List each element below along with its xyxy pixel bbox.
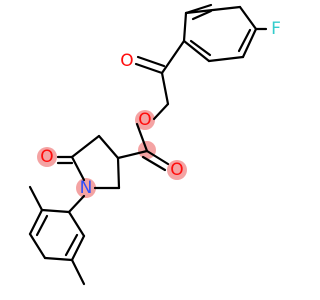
bond — [189, 39, 212, 57]
ester-carbonyl-oxygen-label: O — [170, 160, 183, 180]
bond — [182, 11, 188, 43]
bond — [64, 233, 79, 257]
bond — [28, 208, 44, 236]
bond — [238, 5, 258, 31]
bond — [237, 28, 252, 53]
ester-ether-oxygen-highlight — [135, 110, 155, 130]
bond — [70, 134, 101, 159]
bond — [160, 39, 186, 75]
ester-carbonyl-oxygen-highlight — [167, 160, 187, 180]
bond — [116, 149, 149, 160]
lactam-oxygen-label: O — [40, 147, 53, 167]
atom-highlights — [37, 110, 187, 198]
bond — [35, 214, 49, 237]
molecule-canvas: F O O O O N — [28, 3, 281, 286]
bond — [182, 39, 211, 63]
bond — [116, 156, 121, 190]
bond — [160, 71, 170, 106]
bond — [67, 210, 86, 238]
bond — [28, 185, 44, 212]
bond — [40, 208, 71, 214]
bond — [28, 232, 47, 260]
nitrogen-highlight — [76, 178, 96, 198]
bond — [135, 122, 149, 153]
atom-labels: F O O O O N — [40, 19, 281, 198]
molecule-structure: F O O O O N — [28, 3, 281, 286]
bond — [191, 9, 213, 21]
bond — [141, 155, 167, 172]
bond — [241, 27, 258, 59]
bond — [145, 149, 170, 166]
bond — [184, 5, 242, 15]
ketone-oxygen-label: O — [120, 51, 133, 71]
bonds — [28, 3, 268, 286]
bond — [43, 256, 74, 262]
bond — [134, 62, 164, 75]
bond — [70, 258, 86, 286]
bond — [136, 55, 166, 68]
lactam-oxygen-highlight — [37, 147, 57, 167]
bond — [97, 134, 120, 160]
bond — [70, 234, 86, 262]
bond — [67, 194, 86, 214]
fluorine-label: F — [271, 19, 281, 39]
bond — [152, 102, 170, 121]
bond — [207, 55, 245, 63]
bond — [70, 155, 86, 182]
nitrogen-label: N — [80, 178, 93, 198]
ester-ether-oxygen-label: O — [138, 110, 151, 130]
